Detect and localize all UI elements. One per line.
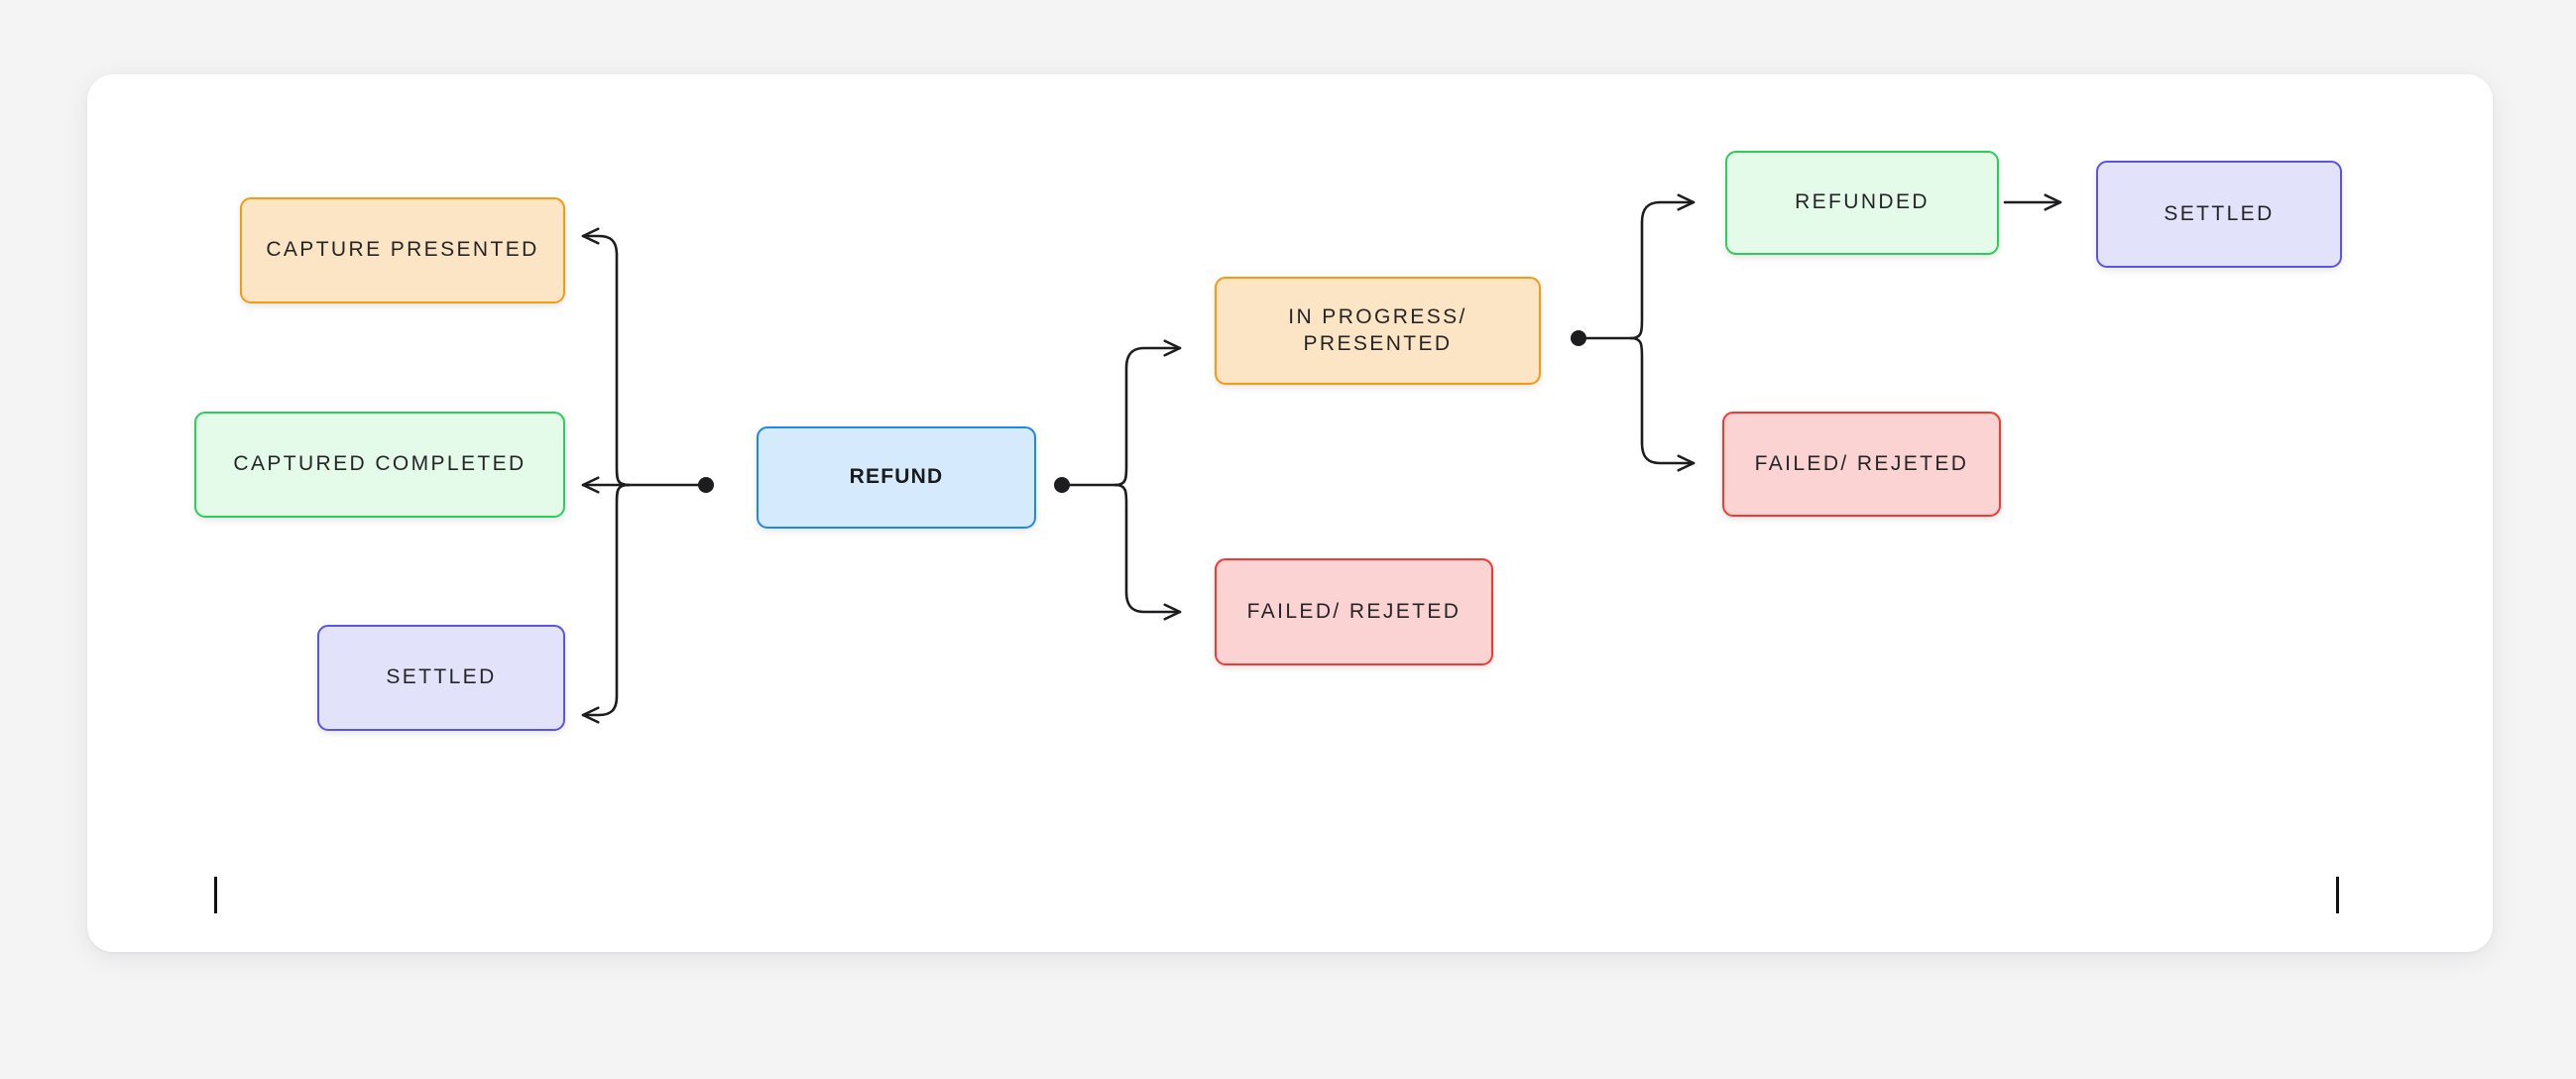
node-label: REFUND [849, 465, 944, 489]
node-label: CAPTURE PRESENTED [266, 238, 539, 262]
node-refund[interactable]: REFUND [757, 426, 1036, 529]
node-label: FAILED/ REJETED [1754, 451, 1969, 475]
node-settled-left[interactable]: SETTLED [317, 625, 565, 731]
tick-mark-right [2336, 877, 2339, 913]
tick-mark-left [214, 877, 217, 913]
node-label: IN PROGRESS/ PRESENTED [1288, 304, 1467, 355]
node-settled-right[interactable]: SETTLED [2096, 161, 2342, 268]
node-refunded[interactable]: REFUNDED [1725, 151, 1999, 255]
node-in-progress-presented[interactable]: IN PROGRESS/ PRESENTED [1215, 277, 1541, 385]
node-capture-presented[interactable]: CAPTURE PRESENTED [240, 197, 565, 303]
node-failed-rejeted-right[interactable]: FAILED/ REJETED [1722, 412, 2001, 517]
node-failed-rejeted-middle[interactable]: FAILED/ REJETED [1215, 558, 1493, 665]
node-label: SETTLED [386, 665, 497, 689]
node-label: SETTLED [2164, 201, 2275, 225]
node-label: REFUNDED [1795, 190, 1930, 214]
node-label: CAPTURED COMPLETED [233, 452, 527, 476]
node-label: FAILED/ REJETED [1246, 599, 1462, 623]
node-captured-completed[interactable]: CAPTURED COMPLETED [194, 412, 565, 518]
